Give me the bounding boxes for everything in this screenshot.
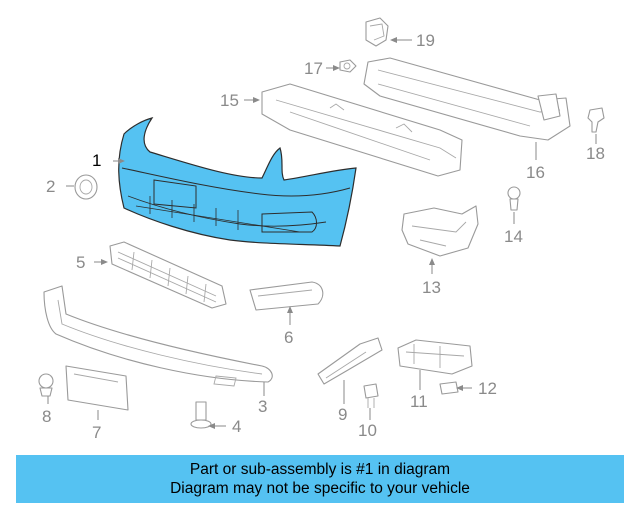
part-12-clip: [439, 381, 459, 395]
part-15-absorber: [261, 83, 463, 177]
callout-7: 7: [92, 423, 102, 442]
callout-11: 11: [410, 392, 428, 411]
callout-14: 14: [504, 227, 523, 246]
callout-18: 18: [586, 144, 605, 163]
callout-13: 13: [422, 278, 441, 297]
part-13-bracket: [401, 205, 479, 257]
callout-17: 17: [304, 59, 323, 78]
part-4-bolt: [190, 401, 212, 429]
callout-15: 15: [220, 91, 239, 110]
part-1-bumper-cover: [118, 117, 357, 247]
banner-line-1: Part or sub-assembly is #1 in diagram: [189, 461, 451, 478]
callout-10: 10: [358, 421, 377, 440]
part-17-bolt: [339, 59, 357, 73]
leader-lines: [47, 37, 597, 429]
callout-19: 19: [416, 31, 435, 50]
part-2-cap: [74, 174, 98, 200]
part-11-guide: [397, 339, 473, 375]
callout-9: 9: [338, 405, 348, 424]
part-7-license-bracket: [65, 365, 129, 411]
callout-5: 5: [76, 253, 86, 272]
part-5-grille: [109, 241, 227, 309]
part-19-bracket: [365, 17, 389, 47]
callout-2: 2: [46, 177, 56, 196]
part-3-lower-spoiler: [43, 285, 273, 387]
part-6-cover: [249, 281, 324, 311]
part-14-bolt: [507, 186, 521, 211]
callout-1: 1: [92, 151, 102, 170]
callout-3: 3: [258, 397, 268, 416]
part-8-bolt: [38, 373, 54, 397]
part-18-clip: [587, 107, 605, 133]
callout-4: 4: [232, 417, 242, 436]
part-9-bracket: [317, 337, 383, 385]
callout-12: 12: [478, 379, 497, 398]
part-16-reinforcement: [363, 57, 571, 141]
callout-16: 16: [526, 163, 545, 182]
part-10-nut: [363, 383, 379, 408]
banner-line-2: Diagram may not be specific to your vehi…: [170, 480, 470, 497]
callout-8: 8: [42, 407, 52, 426]
callout-6: 6: [284, 328, 294, 347]
notice-banner: Part or sub-assembly is #1 in diagram Di…: [16, 455, 624, 503]
